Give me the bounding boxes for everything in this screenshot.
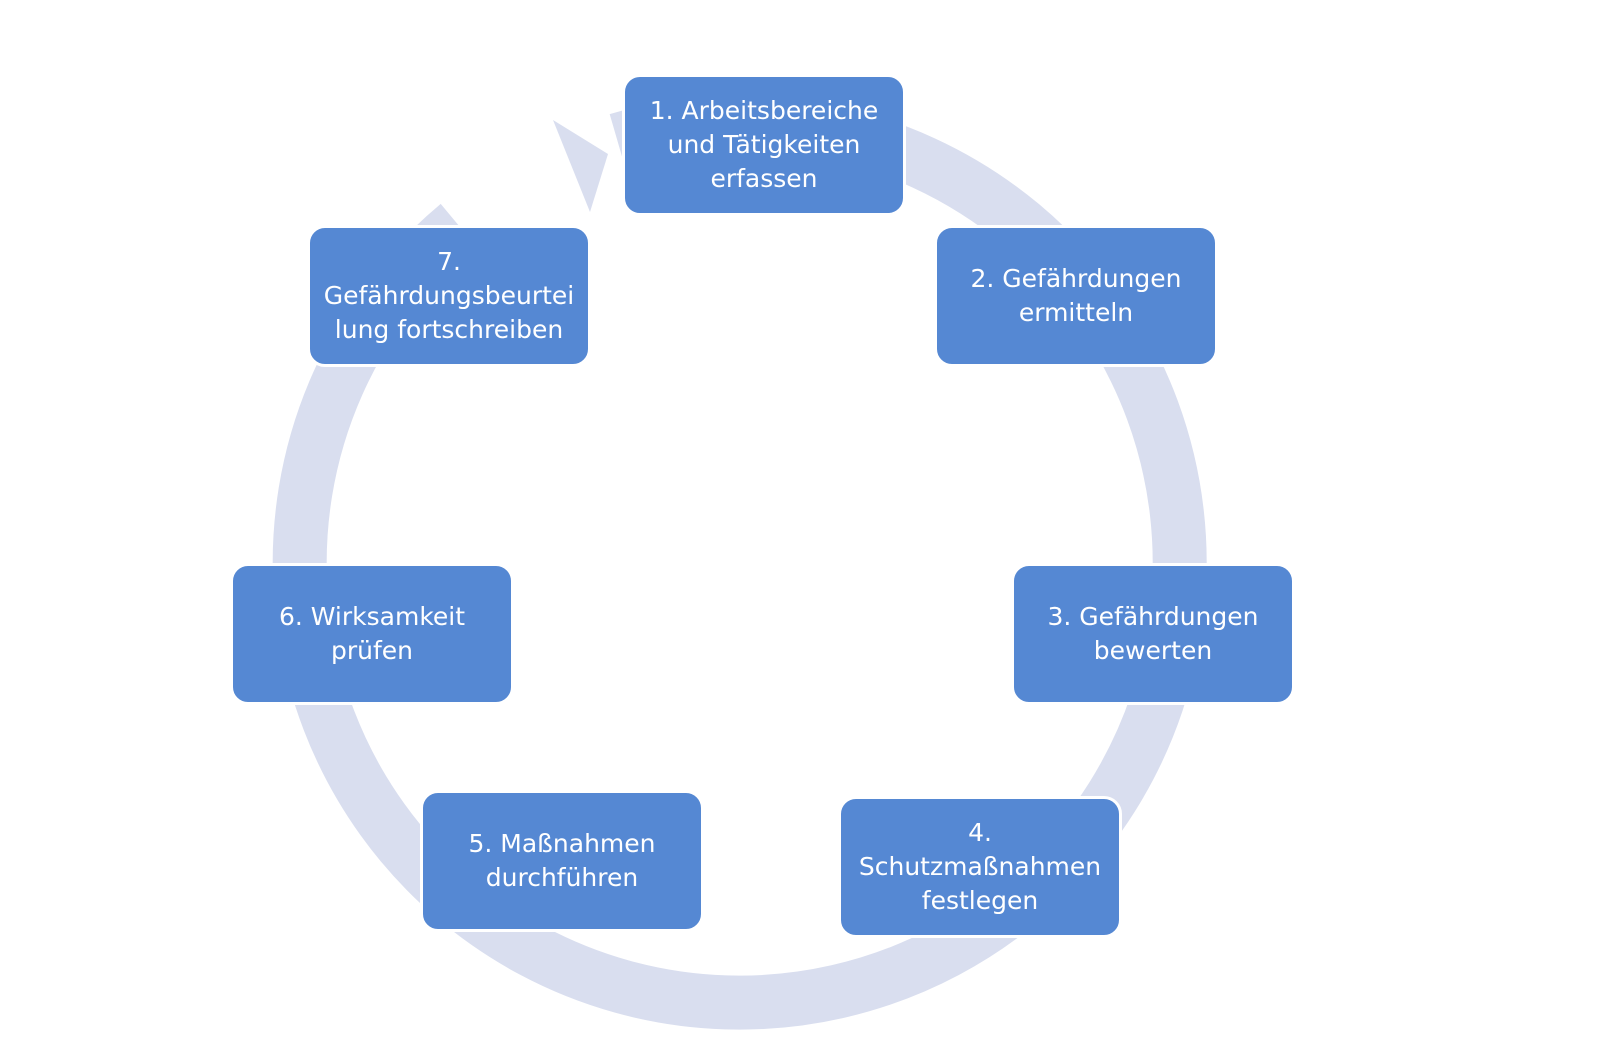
step-6-box[interactable]: 6. Wirksamkeit prüfen xyxy=(230,563,514,705)
step-6-label: 6. Wirksamkeit prüfen xyxy=(278,602,466,665)
cycle-arrow-head xyxy=(553,120,608,212)
step-5-box[interactable]: 5. Maßnahmen durchführen xyxy=(420,790,704,932)
step-5-label: 5. Maßnahmen durchführen xyxy=(468,829,656,892)
step-4-label: 4. Schutzmaßnahmen festlegen xyxy=(858,818,1102,915)
step-2-label: 2. Gefährdungen ermitteln xyxy=(970,264,1182,327)
step-4-box[interactable]: 4. Schutzmaßnahmen festlegen xyxy=(838,796,1122,938)
step-2-box[interactable]: 2. Gefährdungen ermitteln xyxy=(934,225,1218,367)
step-1-label: 1. Arbeitsbereiche und Tätigkeiten erfas… xyxy=(649,96,879,193)
step-7-box[interactable]: 7. Gefährdungsbeurtei lung fortschreiben xyxy=(307,225,591,367)
step-3-box[interactable]: 3. Gefährdungen bewerten xyxy=(1011,563,1295,705)
step-1-box[interactable]: 1. Arbeitsbereiche und Tätigkeiten erfas… xyxy=(622,74,906,216)
step-3-label: 3. Gefährdungen bewerten xyxy=(1047,602,1259,665)
step-7-label: 7. Gefährdungsbeurtei lung fortschreiben xyxy=(323,247,575,344)
